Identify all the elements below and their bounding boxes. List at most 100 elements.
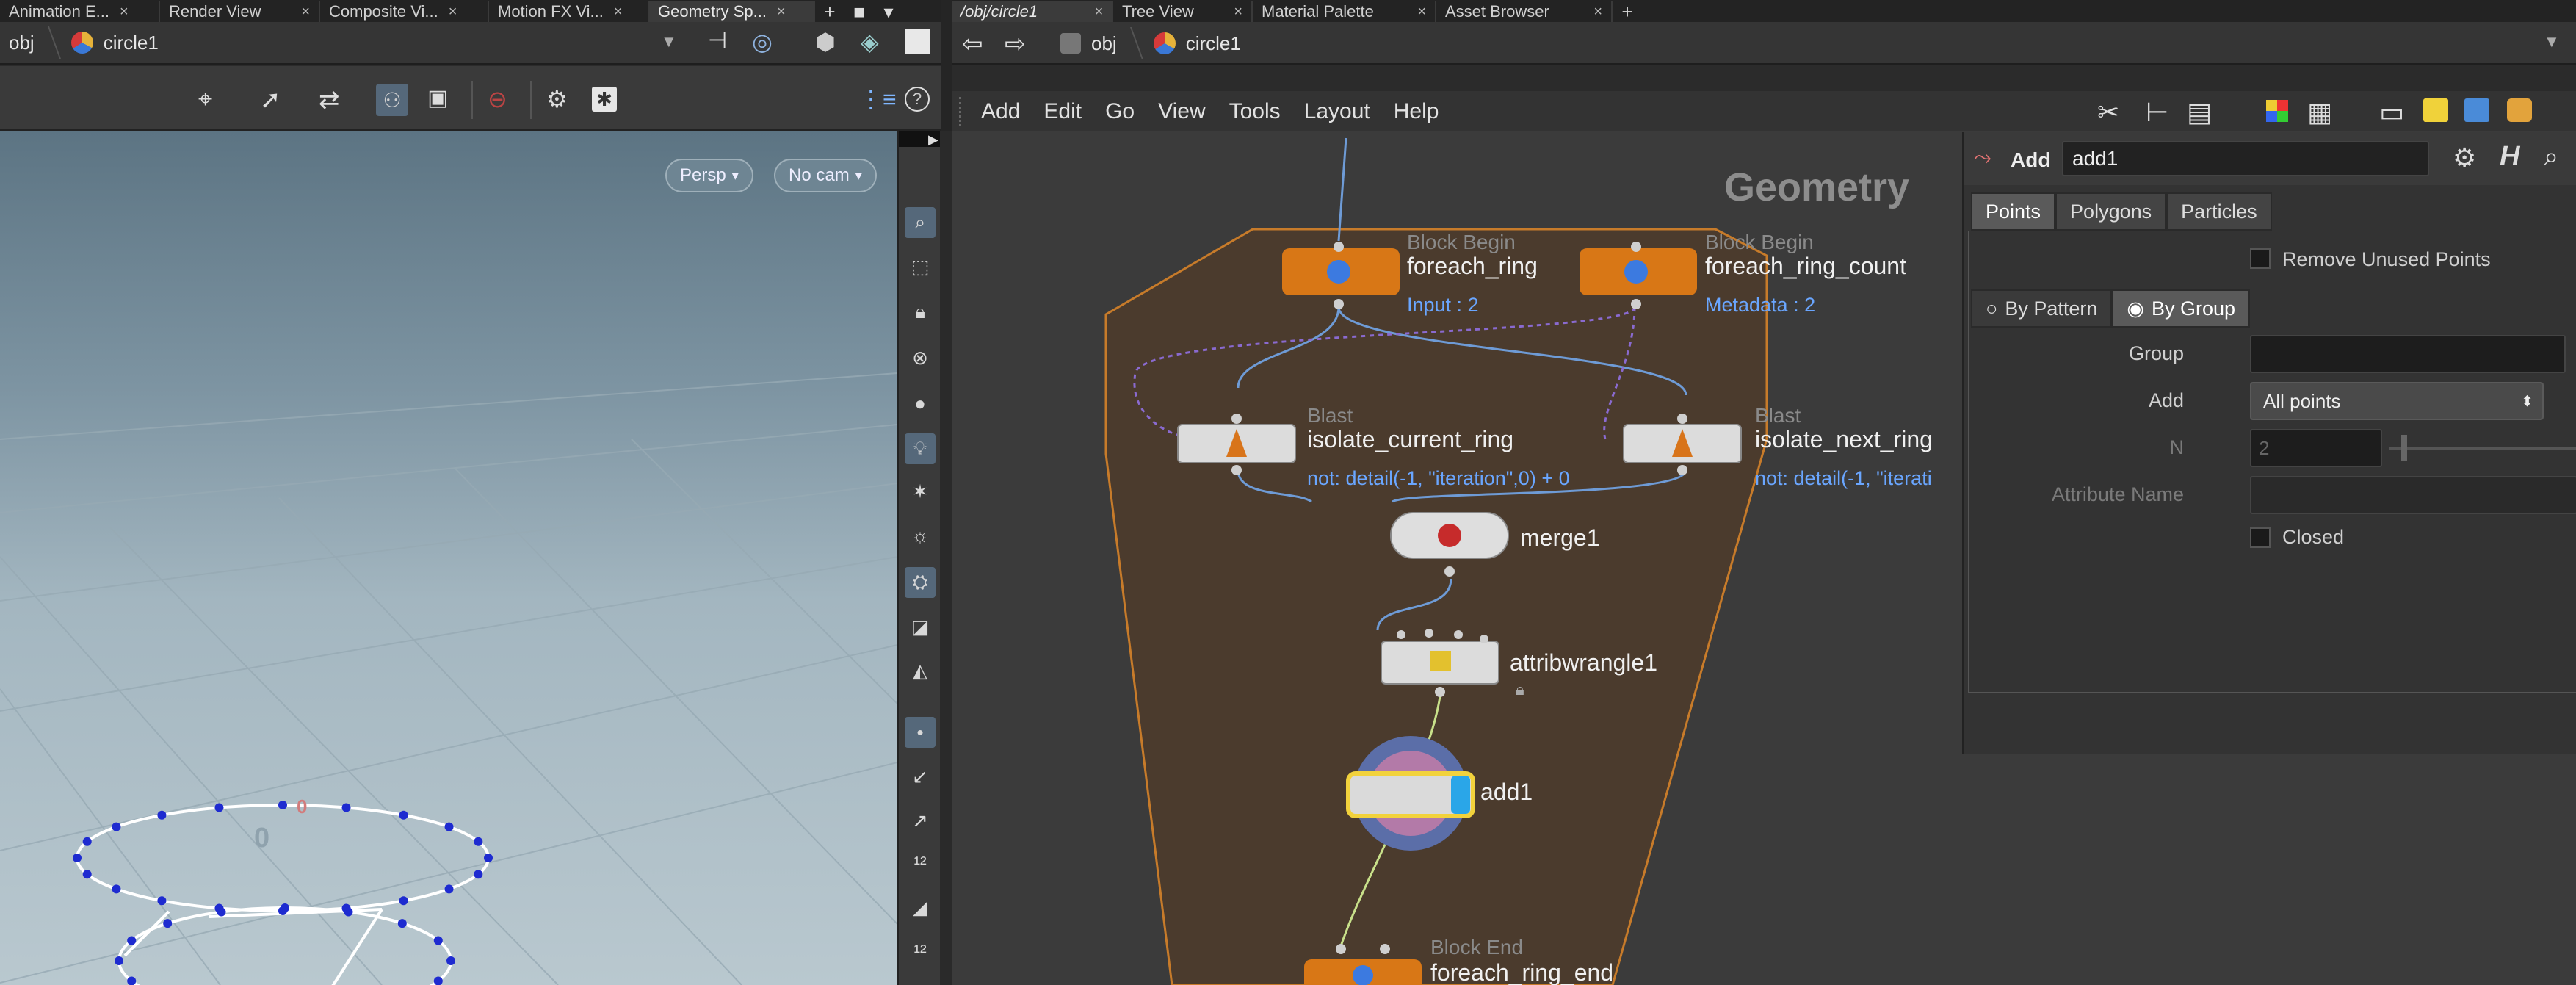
color-palette-icon[interactable]	[2266, 100, 2288, 122]
close-icon[interactable]: ×	[613, 3, 623, 20]
lighting-icon[interactable]: ☼	[911, 524, 929, 546]
guide-icon[interactable]: ◭	[913, 659, 927, 682]
gear-icon[interactable]: ⚙	[2453, 142, 2477, 173]
no-cam-menu[interactable]: No cam▾	[774, 159, 877, 192]
camera-menu[interactable]: Persp▾	[665, 159, 753, 192]
path-root[interactable]: obj	[1052, 27, 1126, 59]
remove-unused-points-checkbox[interactable]	[2250, 248, 2271, 269]
path-node[interactable]: circle1	[62, 26, 167, 59]
node-name-label[interactable]: foreach_ring_count	[1705, 253, 1906, 279]
maximize-pane-icon[interactable]: ■	[853, 0, 865, 23]
ghost-icon[interactable]: ⊖	[488, 86, 507, 112]
tab-by-pattern[interactable]: ○By Pattern	[1971, 289, 2113, 328]
network-box-icon[interactable]: ▭	[2379, 97, 2405, 127]
shading-sphere-icon[interactable]: ●	[914, 392, 926, 414]
select-mode-icon[interactable]: ➚	[260, 86, 281, 114]
snapshot-icon[interactable]	[905, 29, 930, 54]
tab-tree-view[interactable]: Tree View×	[1113, 1, 1253, 22]
menu-add[interactable]: Add	[981, 99, 1021, 123]
add-tab-icon[interactable]: +	[824, 0, 836, 23]
tab-geometry-spreadsheet[interactable]: Geometry Sp...×	[649, 1, 815, 22]
prim-display-icon[interactable]: ◢	[913, 895, 927, 918]
n-field[interactable]: 2	[2250, 429, 2382, 467]
node-name-label[interactable]: add1	[1480, 779, 1533, 805]
attribute-name-field[interactable]	[2250, 476, 2576, 514]
help-icon[interactable]: ?	[905, 87, 930, 112]
path-root[interactable]: obj	[9, 31, 35, 54]
display-options-icon[interactable]: ⬢	[815, 29, 836, 55]
menu-go[interactable]: Go	[1105, 99, 1135, 123]
node-name-label[interactable]: foreach_ring_end	[1430, 959, 1614, 985]
sticky-note-icon[interactable]	[2423, 98, 2448, 122]
pin-icon[interactable]: ⊣	[708, 29, 728, 53]
menu-view[interactable]: View	[1158, 99, 1206, 123]
shading-icon[interactable]: ◈	[861, 29, 879, 55]
view-camera-icon[interactable]: ⚇	[376, 84, 408, 116]
node-name-label[interactable]: attribwrangle1	[1510, 649, 1657, 676]
node-name-label[interactable]: isolate_next_ring	[1755, 426, 1933, 452]
n-slider-handle[interactable]	[2401, 435, 2407, 461]
camera-icon[interactable]: ▣	[427, 86, 449, 110]
node-name-label[interactable]: merge1	[1520, 524, 1600, 551]
menu-help[interactable]: Help	[1393, 99, 1439, 123]
close-icon[interactable]: ×	[119, 3, 129, 20]
menu-layout[interactable]: Layout	[1303, 99, 1370, 123]
forward-arrow-icon[interactable]: ⇨	[1005, 30, 1026, 58]
close-icon[interactable]: ×	[1234, 3, 1242, 20]
tab-material-palette[interactable]: Material Palette×	[1253, 1, 1436, 22]
collapse-arrow-icon[interactable]: ▶	[928, 132, 938, 147]
flipbook-icon[interactable]: ⚙	[546, 86, 568, 112]
point-display-icon[interactable]: •	[905, 717, 936, 748]
tab-particles[interactable]: Particles	[2166, 192, 2272, 231]
close-icon[interactable]: ×	[301, 3, 310, 20]
link-icon[interactable]: ◎	[752, 29, 773, 55]
path-dropdown-icon[interactable]: ▼	[2544, 32, 2560, 51]
close-icon[interactable]: ×	[1593, 3, 1602, 20]
scene-viewport[interactable]: Persp▾ No cam▾ 0 0	[0, 131, 897, 985]
lock-icon[interactable]: 🔒︎	[915, 300, 925, 322]
add-mode-select[interactable]: All points ⬍	[2250, 382, 2544, 420]
background-image-icon[interactable]	[2464, 98, 2489, 122]
tab-asset-browser[interactable]: Asset Browser×	[1436, 1, 1613, 22]
help-h-icon[interactable]: H	[2500, 141, 2520, 172]
tab-animation-editor[interactable]: Animation E...×	[0, 1, 160, 22]
view-camera-icon[interactable]: ⛭	[905, 567, 936, 598]
menu-edit[interactable]: Edit	[1043, 99, 1082, 123]
tab-network-circle1[interactable]: /obj/circle1×	[952, 1, 1113, 22]
close-icon[interactable]: ×	[776, 3, 786, 20]
light-icon[interactable]: 💡︎	[905, 433, 936, 464]
point-normal-icon[interactable]: ↙	[912, 765, 928, 787]
node-name-label[interactable]: isolate_current_ring	[1307, 426, 1514, 452]
headlight-icon[interactable]: ✶	[912, 480, 928, 502]
closed-checkbox[interactable]	[2250, 527, 2271, 548]
viewport-splitter[interactable]	[940, 131, 952, 985]
transform-icon[interactable]: ⇄	[319, 86, 340, 114]
add-tab-icon[interactable]: +	[1621, 0, 1633, 23]
back-arrow-icon[interactable]: ⇦	[962, 30, 983, 58]
point-number-icon[interactable]: ¹²	[913, 851, 927, 874]
drag-handle[interactable]	[959, 97, 969, 126]
menu-tools[interactable]: Tools	[1229, 99, 1281, 123]
tab-points[interactable]: Points	[1971, 192, 2056, 231]
prim-normal-icon[interactable]: ↗	[912, 809, 928, 831]
tools-icon[interactable]: ✂	[2097, 97, 2120, 127]
path-dropdown-icon[interactable]: ▼	[661, 32, 677, 51]
isolate-icon[interactable]: ⊗	[912, 346, 928, 369]
path-node[interactable]: circle1	[1145, 27, 1250, 59]
tab-motion-fx-view[interactable]: Motion FX Vi...×	[489, 1, 649, 22]
close-icon[interactable]: ×	[1094, 3, 1103, 20]
tree-icon[interactable]: ⊢	[2146, 97, 2169, 127]
prim-number-icon[interactable]: ¹²	[913, 939, 927, 962]
pane-menu-icon[interactable]: ▾	[883, 0, 894, 23]
list-view-icon[interactable]: ▤	[2187, 97, 2213, 127]
tab-polygons[interactable]: Polygons	[2055, 192, 2167, 231]
close-icon[interactable]: ×	[448, 3, 457, 20]
template-icon[interactable]: ⬚	[911, 255, 930, 278]
display-options-icon[interactable]: ⋮≡	[859, 86, 897, 112]
group-field[interactable]	[2250, 335, 2566, 373]
node-name-field[interactable]: add1	[2062, 141, 2429, 176]
tab-composite-view[interactable]: Composite Vi...×	[320, 1, 489, 22]
select-tool-icon[interactable]: ⌖	[198, 85, 213, 113]
search-icon[interactable]: ⌕	[2544, 141, 2559, 171]
tab-by-group[interactable]: ◉By Group	[2112, 289, 2250, 328]
